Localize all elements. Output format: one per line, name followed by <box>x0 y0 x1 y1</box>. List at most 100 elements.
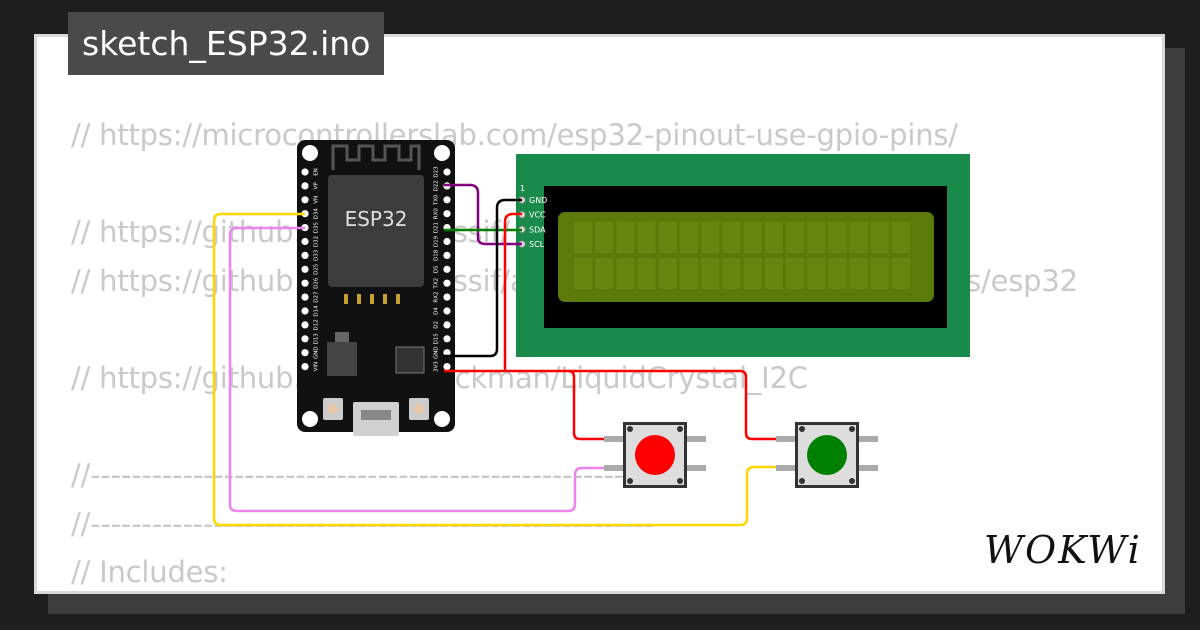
pin-label: D4 <box>434 307 440 315</box>
pin-hole[interactable] <box>443 279 451 287</box>
lcd-cell <box>807 222 826 253</box>
green-pushbutton[interactable] <box>776 422 878 488</box>
pin-hole[interactable] <box>301 335 309 343</box>
red-pushbutton[interactable] <box>604 422 706 488</box>
lcd-cell <box>764 258 783 289</box>
pin-hole[interactable] <box>301 237 309 246</box>
red-button-cap[interactable] <box>635 435 675 475</box>
lcd-cell <box>743 222 762 253</box>
left-pin-holes <box>301 168 309 371</box>
wokwi-logo: WOKWi <box>978 522 1148 578</box>
lcd-cell <box>722 222 741 253</box>
pin-label: D23 <box>434 166 440 178</box>
right-pin-holes <box>443 168 451 371</box>
pin-label: TX2 <box>434 278 440 290</box>
lcd-cell <box>701 222 720 253</box>
lcd-cell <box>786 222 804 253</box>
pin-hole[interactable] <box>301 251 309 259</box>
pin-label: 3V3 <box>434 361 440 372</box>
pin-label: D21 <box>434 222 440 233</box>
pin-label: GND <box>434 346 440 359</box>
pin-hole[interactable] <box>443 293 451 301</box>
usb-chip <box>395 346 425 374</box>
pin-hole[interactable] <box>301 168 309 176</box>
lcd-cell <box>595 258 614 289</box>
antenna-trace <box>331 144 421 170</box>
lcd-cell <box>658 258 677 289</box>
lcd-cell <box>574 258 592 289</box>
code-line: //--------------------------------------… <box>71 458 655 493</box>
wire-green-button-signal <box>212 212 793 527</box>
green-button-cap[interactable] <box>807 435 847 475</box>
lcd-cell <box>637 222 656 253</box>
lcd-cell <box>658 222 677 253</box>
lcd-cell <box>743 258 762 289</box>
lcd-cell <box>595 222 614 253</box>
code-line: // Includes: <box>71 555 228 590</box>
pin-hole[interactable] <box>443 321 451 329</box>
wires <box>212 183 793 527</box>
pin-label: D14 <box>314 305 320 317</box>
lcd-cell <box>828 222 847 253</box>
pin-hole[interactable] <box>443 349 451 357</box>
pin-hole[interactable] <box>301 293 309 301</box>
code-line: // https://microcontrollerslab.com/esp32… <box>71 118 958 152</box>
pin-label: D13 <box>314 333 320 345</box>
wire-red-button-power <box>505 369 622 441</box>
pin-hole[interactable] <box>443 237 451 246</box>
pin-label: D19 <box>434 235 440 247</box>
pin-label: TX0 <box>434 194 440 206</box>
lcd-cell <box>870 222 889 253</box>
lcd-cell <box>849 258 868 289</box>
pin-hole[interactable] <box>301 321 309 329</box>
pin-hole[interactable] <box>301 182 309 190</box>
pin-hole[interactable] <box>443 168 451 176</box>
module-pads <box>344 294 400 304</box>
wire-vcc <box>444 212 522 373</box>
left-pin-labels: ENVPVND34D35D32D33D25D26D27D14D12D13GNDV… <box>314 168 320 371</box>
mount-hole <box>302 411 318 427</box>
pin-label: D12 <box>314 319 320 330</box>
esp32-label: ESP32 <box>345 207 408 231</box>
pin-hole[interactable] <box>301 363 309 371</box>
pin-label: D15 <box>434 333 440 345</box>
pin-hole[interactable] <box>301 349 309 357</box>
pin-label: D5 <box>434 265 440 273</box>
pin-hole[interactable] <box>301 196 309 204</box>
pin-hole[interactable] <box>443 196 451 204</box>
pin-hole[interactable] <box>301 307 309 315</box>
lcd-cell <box>764 222 783 253</box>
pin-label: D18 <box>434 249 440 261</box>
wire-scl <box>444 183 522 246</box>
lcd-pin-label: VCC <box>529 211 546 220</box>
mount-hole <box>302 145 318 161</box>
lcd-cell <box>574 222 592 253</box>
pin-hole[interactable] <box>301 279 309 287</box>
pin-label: RX0 <box>434 208 440 220</box>
pin-hole[interactable] <box>443 307 451 315</box>
pin-hole[interactable] <box>443 363 451 371</box>
pin-label: VIN <box>314 362 320 372</box>
lcd-pin-number: 1 <box>520 184 525 193</box>
lcd-cell <box>616 258 635 289</box>
pin-hole[interactable] <box>443 210 451 218</box>
lcd-cell <box>680 258 698 289</box>
pin-hole[interactable] <box>443 265 451 273</box>
voltage-regulator <box>327 342 357 376</box>
pin-hole[interactable] <box>301 265 309 273</box>
pin-hole[interactable] <box>443 335 451 343</box>
lcd-cells <box>574 222 910 289</box>
pin-label: D33 <box>314 249 320 261</box>
lcd-cell <box>786 258 804 289</box>
pin-label: VN <box>314 196 320 204</box>
pin-label: GND <box>314 346 320 359</box>
esp32-board[interactable]: ESP32 ENVPVND34D35D32D33D25D26D27D14D12D… <box>297 140 455 436</box>
pin-hole[interactable] <box>443 251 451 259</box>
lcd-cell <box>892 258 910 289</box>
pin-label: D35 <box>314 221 320 233</box>
pin-label: VP <box>314 182 320 190</box>
lcd-pin-label: SCL <box>529 240 545 249</box>
lcd-cell <box>722 258 741 289</box>
pin-label: D34 <box>314 208 320 220</box>
